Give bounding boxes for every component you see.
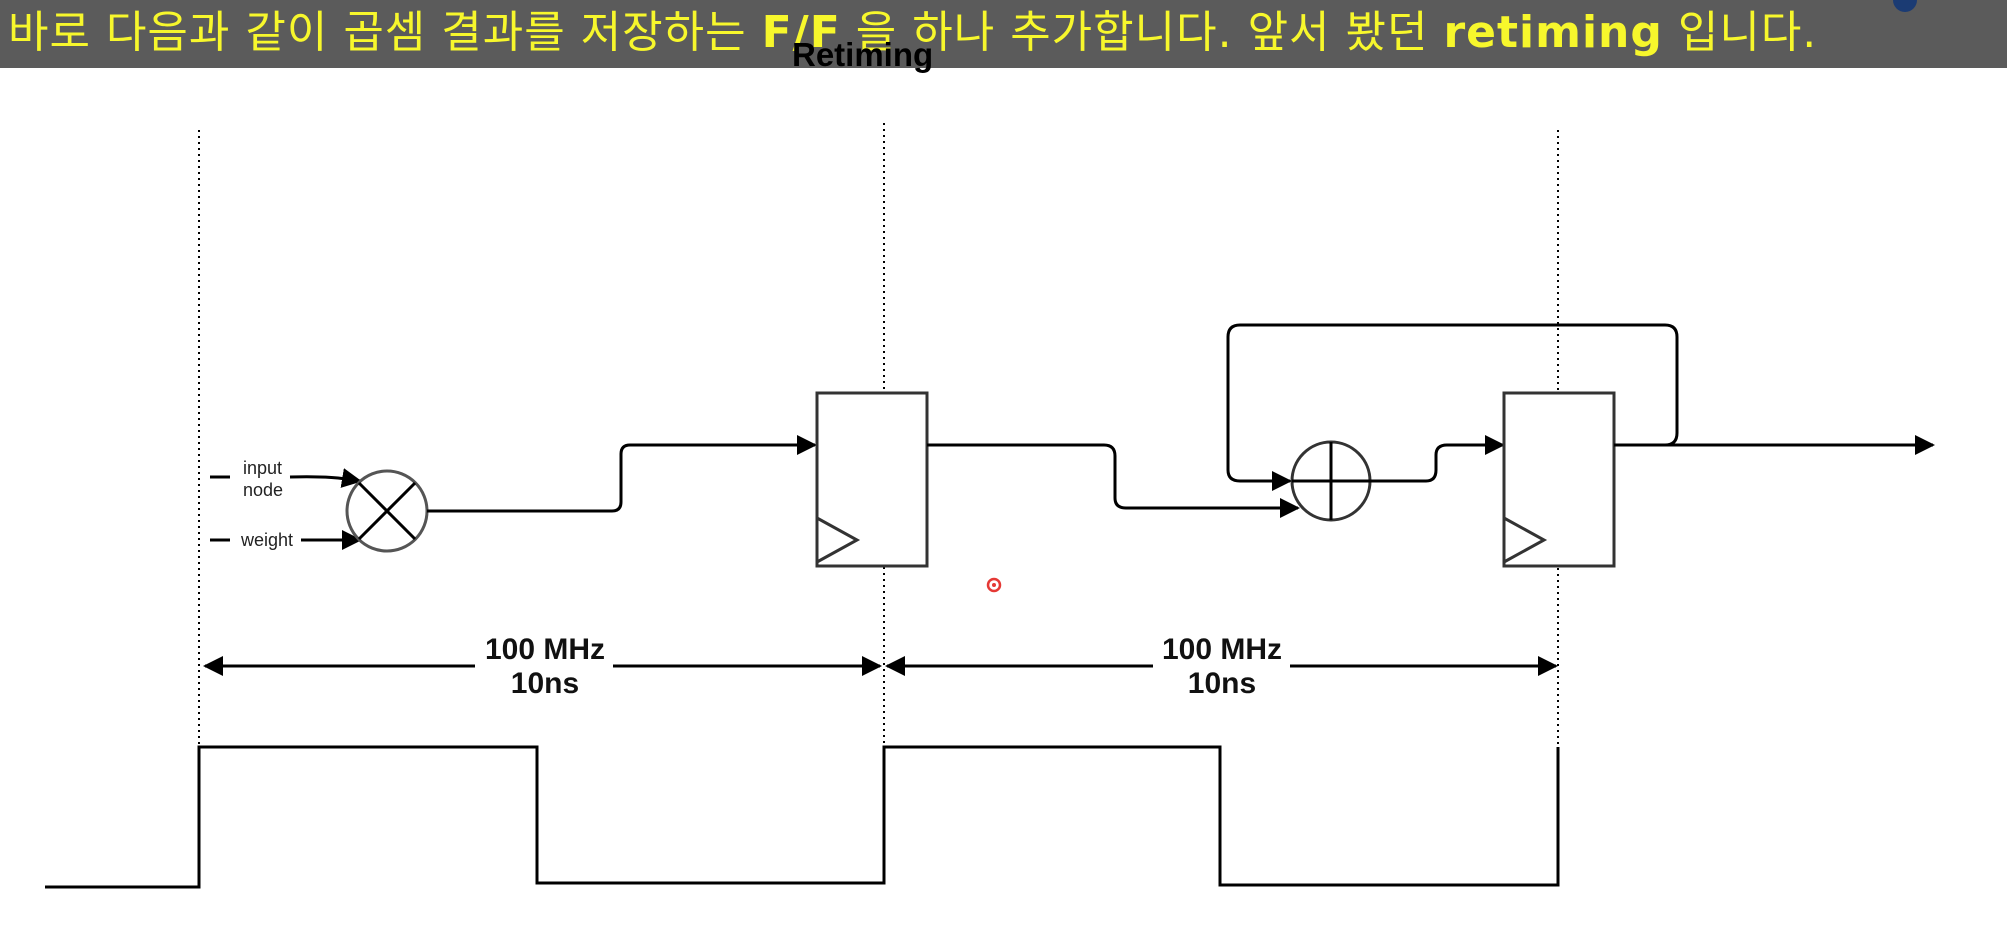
adder-to-ff2-wire	[1370, 435, 1505, 483]
weight-label: weight	[240, 530, 293, 550]
subtitle-part3: 입니다.	[1662, 7, 1818, 58]
corner-indicator-icon	[1893, 0, 1917, 12]
subtitle-bar: 바로 다음과 같이 곱셈 결과를 저장하는 F/F 을 하나 추가합니다. 앞서…	[0, 0, 2007, 68]
period-dimension-2: 100 MHz 10ns	[885, 633, 1558, 700]
subtitle-retiming: retiming	[1443, 7, 1663, 58]
multiplier-icon	[345, 469, 429, 553]
period-2-time: 10ns	[1188, 667, 1256, 700]
period-dimension-1: 100 MHz 10ns	[203, 633, 882, 700]
input-node-arrow	[289, 468, 362, 488]
feedback-loop-wire	[1226, 323, 1679, 491]
subtitle-ff: F/F	[761, 7, 841, 58]
diagram-title: Retiming	[792, 36, 934, 73]
adder-icon	[1290, 440, 1372, 522]
input-node-label-line2: node	[243, 480, 283, 500]
flip-flop-1	[815, 391, 929, 568]
period-2-frequency: 100 MHz	[1162, 633, 1282, 666]
ff1-to-adder-wire	[927, 443, 1300, 518]
subtitle-part1: 바로 다음과 같이 곱셈 결과를 저장하는	[8, 7, 762, 58]
subtitle-part2: 을 하나 추가합니다. 앞서 봤던	[840, 7, 1444, 58]
presenter-cursor-icon	[986, 577, 1002, 593]
subtitle-text: 바로 다음과 같이 곱셈 결과를 저장하는 F/F 을 하나 추가합니다. 앞서…	[8, 4, 1817, 62]
clock-waveform	[45, 745, 1560, 889]
flip-flop-2	[1502, 391, 1616, 568]
period-1-time: 10ns	[511, 667, 579, 700]
period-1-frequency: 100 MHz	[485, 633, 605, 666]
multiplier-to-ff1-wire	[427, 435, 817, 513]
input-node-label-line1: input	[243, 458, 282, 478]
